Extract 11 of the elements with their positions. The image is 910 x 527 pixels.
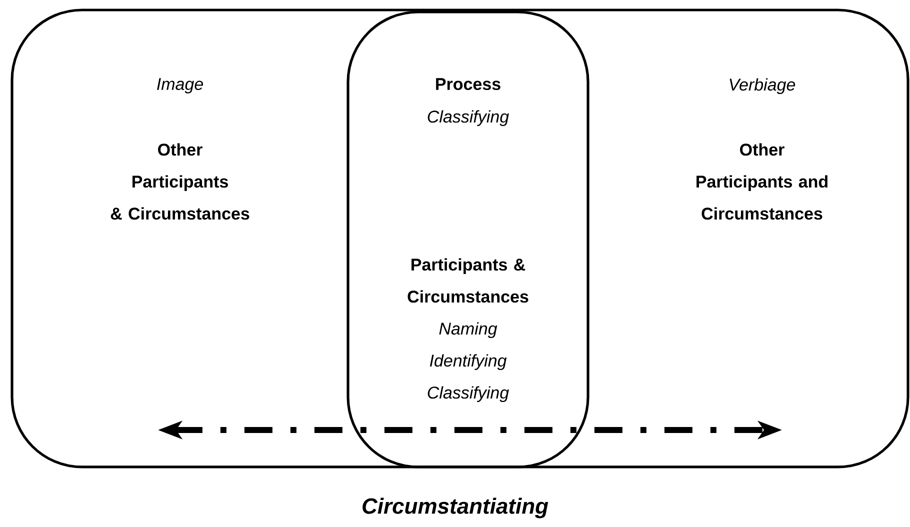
node-text: Process xyxy=(436,78,500,90)
node-text: Image xyxy=(157,78,203,94)
node-text: Other Participants & Circumstances xyxy=(110,143,250,220)
node-text: Classifying xyxy=(428,110,509,126)
node-text: Verbiage xyxy=(730,78,796,94)
node-text: Participants & Circumstances xyxy=(408,258,528,303)
node-text: Other Participants and Circumstances xyxy=(696,143,828,220)
node-text: Naming Identifying Classifying xyxy=(428,322,509,402)
caption: Circumstantiating xyxy=(362,498,548,518)
outer-rounded-box xyxy=(10,8,910,468)
inner-rounded-box xyxy=(346,10,590,468)
